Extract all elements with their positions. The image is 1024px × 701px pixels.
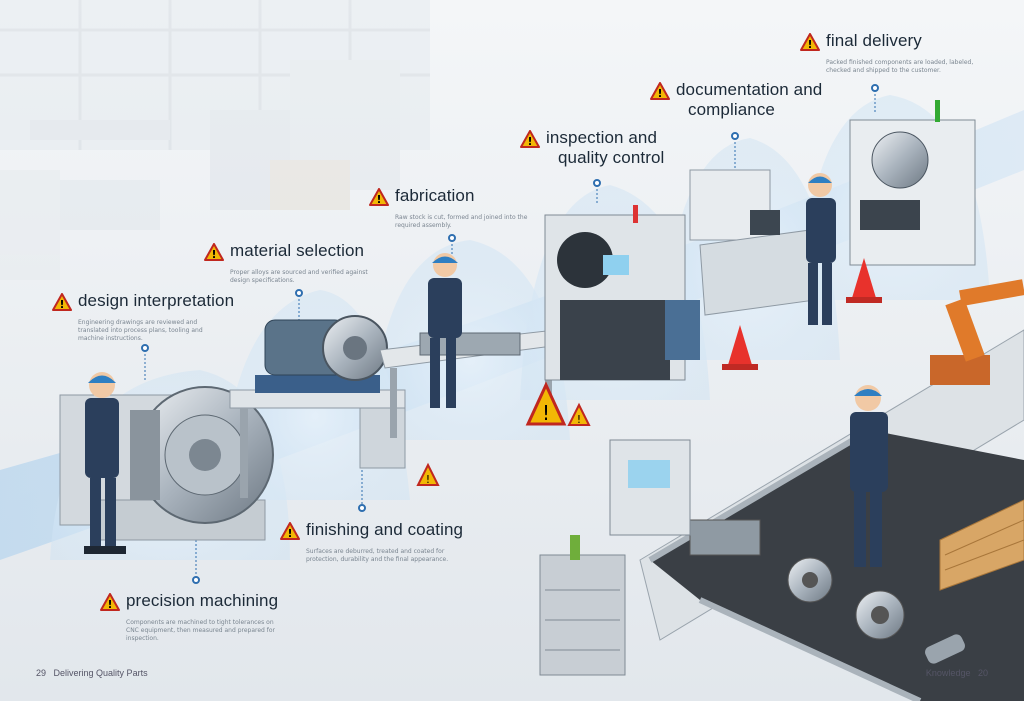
stage-title-row: ! precision machining [100,591,278,615]
stage-description: Engineering drawings are reviewed and tr… [78,319,203,342]
traffic-cones [722,258,882,370]
stage-title-row: ! design interpretation [52,291,234,315]
warning-icon: ! [100,593,120,615]
stage-description: Proper alloys are sourced and verified a… [230,269,368,284]
svg-text:!: ! [59,298,64,311]
footer-right-text: Knowledge [925,668,971,678]
warning-icon: ! [52,293,72,315]
worker-2 [850,385,888,567]
svg-text:!: ! [211,248,216,261]
stage-description: Raw stock is cut, formed and joined into… [395,214,528,229]
stage-title: material selection [230,241,364,261]
stage-title-line: documentation and [676,80,823,99]
warning-icon: ! [280,522,300,544]
stage-title-line: precision machining [126,591,279,610]
stage-title-line: design interpretation [78,291,235,310]
stage-title-line: material selection [230,241,365,260]
stage-description: Components are machined to tight toleran… [126,619,276,642]
connector-pins [144,90,876,578]
warning-icon: ! [650,82,670,104]
page-number-left: 29 [36,668,47,678]
stage-title-line: fabrication [395,186,475,205]
control-panel [609,439,691,536]
documentation-station [689,169,836,325]
stage-title-line: inspection and [546,128,658,147]
svg-text:!: ! [542,401,550,425]
worker-1 [84,372,126,554]
inspection-station [544,205,700,381]
floor-warning-signs: ! ! ! [416,381,591,486]
material-selection-station [229,315,406,498]
svg-text:!: ! [426,473,430,486]
pin-heads [141,84,879,584]
svg-text:!: ! [376,193,381,206]
stage-title: final delivery [826,31,922,51]
pallet [939,499,1024,591]
warning-sign-icon: ! [416,462,440,486]
stage-title-line: quality control [558,148,665,167]
final-delivery-station [849,100,976,266]
page-number-right: 20 [977,668,988,678]
footer-left-text: Delivering Quality Parts [53,668,148,678]
warning-sign-icon: ! [567,402,591,426]
robot-arm [930,279,1024,385]
stage-title: precision machining [126,591,278,611]
stage-title-line: final delivery [826,31,922,50]
stage-title: design interpretation [78,291,234,311]
footer-left: 29 Delivering Quality Parts [36,668,148,678]
svg-text:!: ! [657,87,662,100]
stage-title-line: finishing and coating [306,520,464,539]
warning-icon: ! [520,130,540,152]
svg-text:!: ! [807,38,812,51]
tool-cabinet [539,535,626,676]
warning-sign-icon: ! [525,381,567,426]
stage-title: finishing and coating [306,520,463,540]
warning-icon: ! [204,243,224,265]
stage-title-row: ! material selection [204,241,380,265]
stage-title-row: ! fabrication [369,186,545,210]
stage-title-row: ! final delivery [800,31,976,55]
svg-text:!: ! [577,413,581,426]
warning-icon: ! [800,33,820,55]
footer-right: Knowledge 20 [926,668,988,678]
svg-text:!: ! [287,527,292,540]
stage-description: Packed finished components are loaded, l… [826,59,974,74]
svg-text:!: ! [527,135,532,148]
stage-description: Surfaces are deburred, treated and coate… [306,548,449,563]
precision-machining-station [59,386,274,541]
warning-icon: ! [369,188,389,210]
stage-title: fabrication [395,186,475,206]
svg-text:!: ! [107,598,112,611]
conveyor-belt [639,329,1024,701]
stage-title-row: ! finishing and coating [280,520,463,544]
stage-title-line: compliance [688,100,775,119]
background-windows [0,0,430,280]
fabrication-station [379,253,561,438]
